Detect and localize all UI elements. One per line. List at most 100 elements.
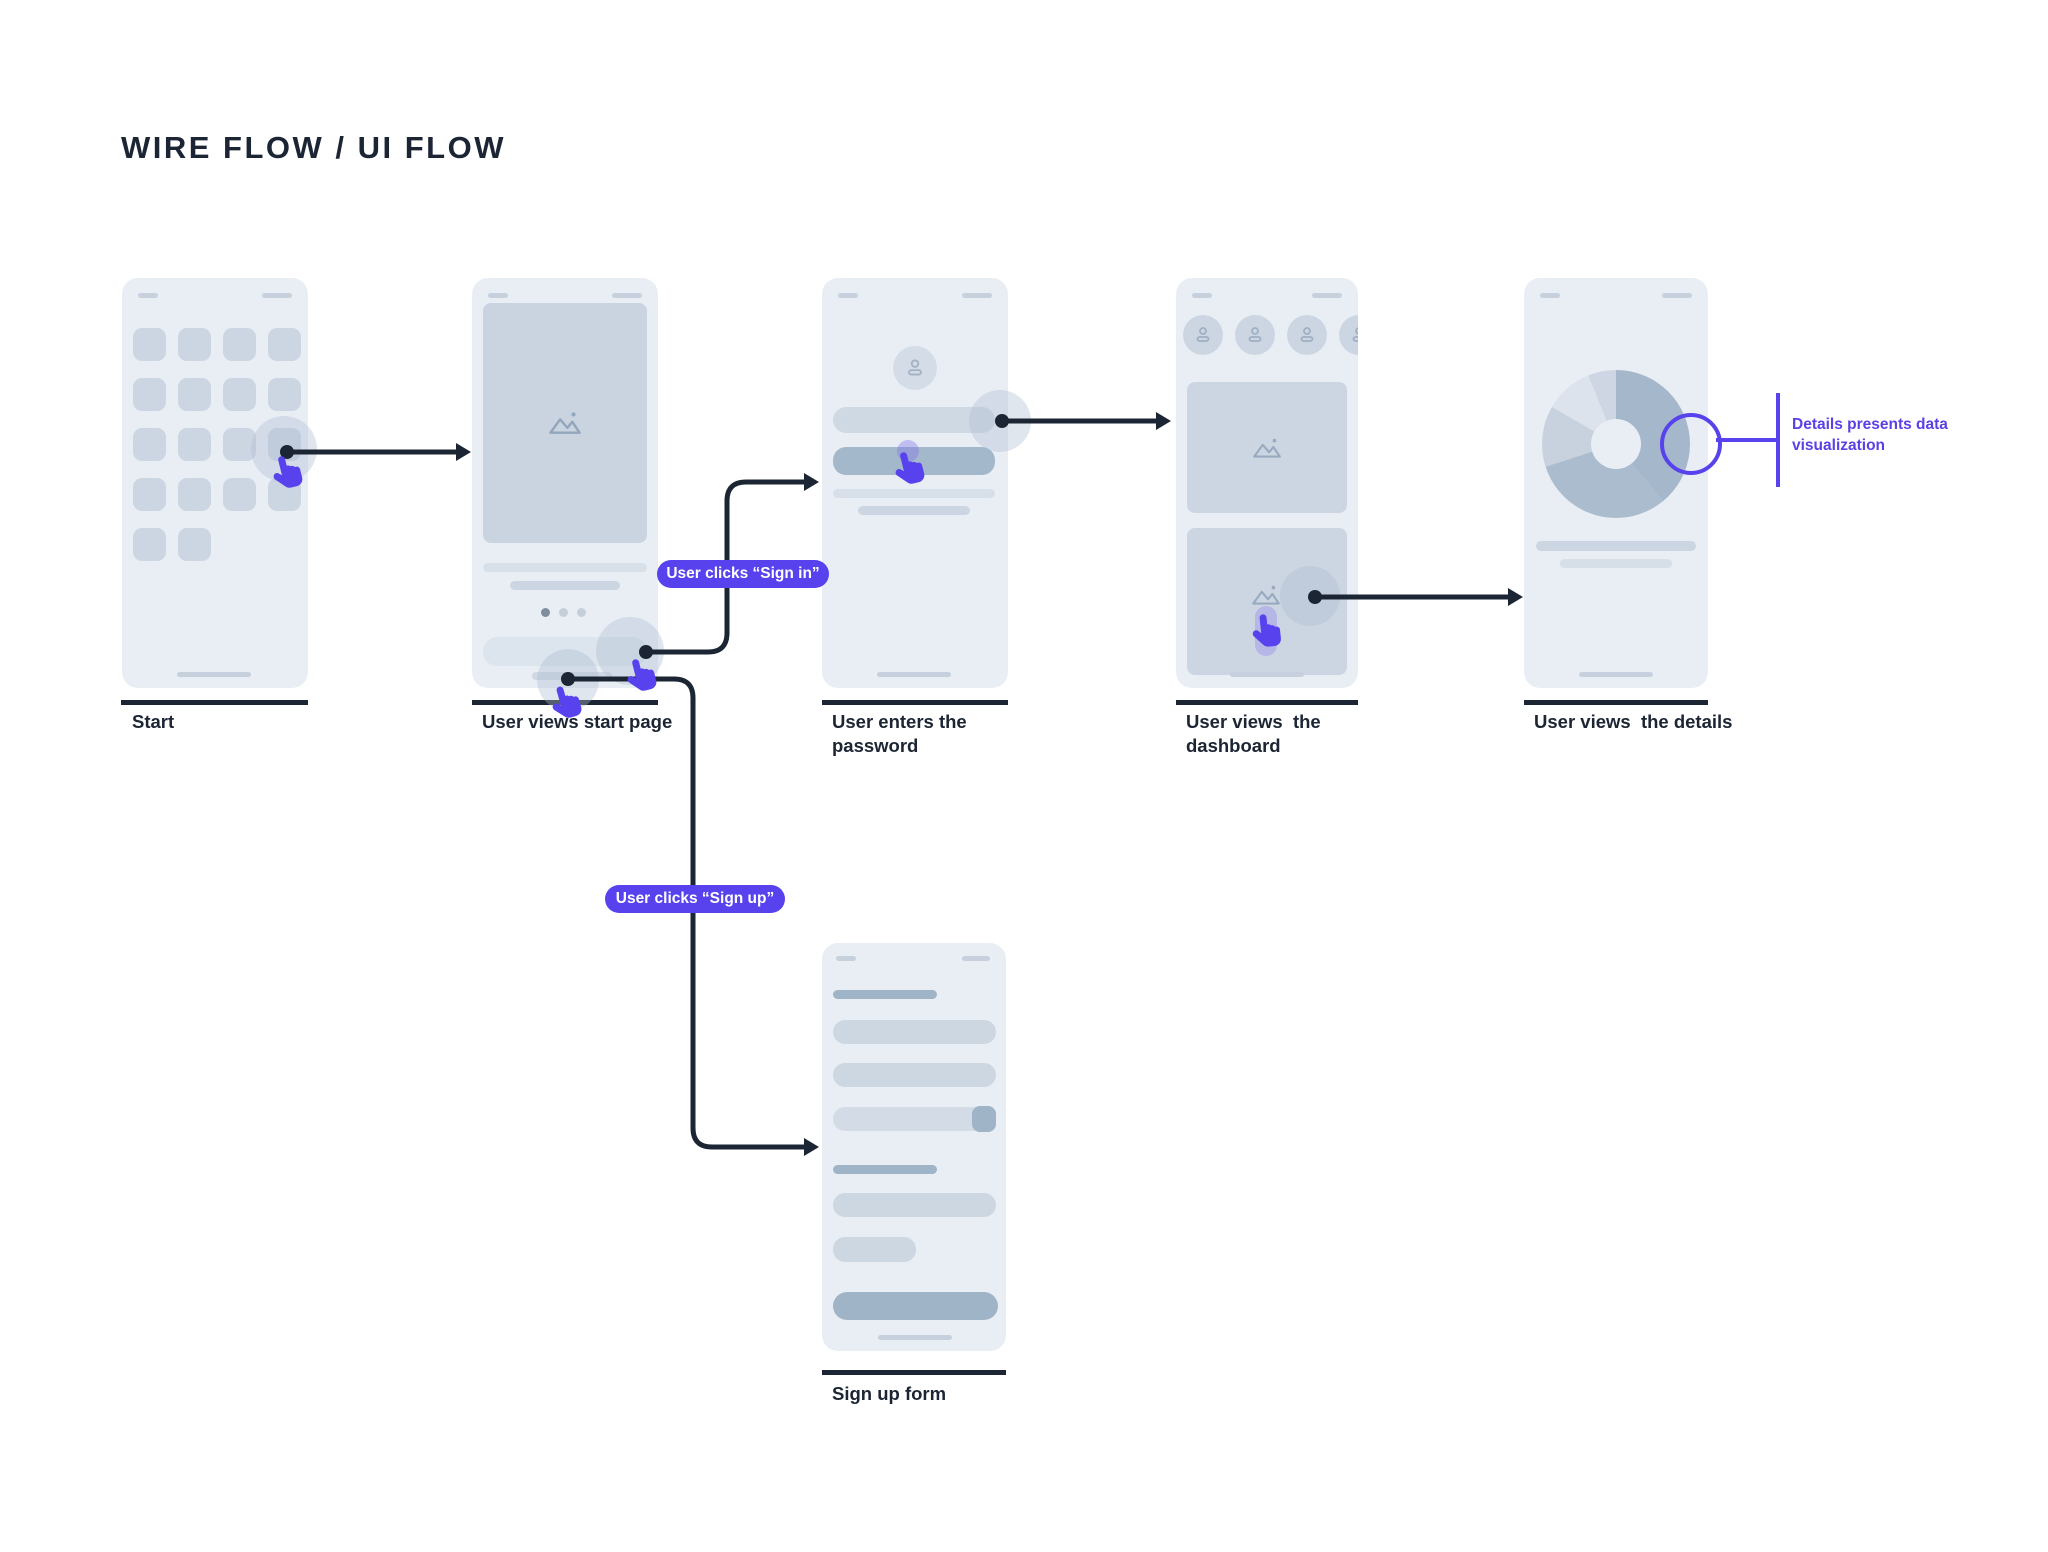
home-indicator [1230, 672, 1304, 677]
caption-password: User enters the password [832, 711, 967, 756]
status-dash [962, 956, 990, 961]
status-dash [1312, 293, 1342, 298]
caption-underline [822, 700, 1008, 705]
text-placeholder [858, 506, 970, 515]
annotation-focus-circle [1660, 413, 1722, 475]
caption-underline [1524, 700, 1708, 705]
arrowhead [1508, 588, 1523, 606]
arrowhead [456, 443, 471, 461]
form-input-chip [972, 1106, 996, 1132]
home-indicator [877, 672, 951, 677]
person-icon [908, 359, 922, 376]
app-icon [178, 528, 211, 561]
connector-dot [995, 414, 1009, 428]
pointer-hand-icon [545, 679, 593, 734]
arrowhead [1156, 412, 1171, 430]
app-icon [133, 378, 166, 411]
app-icon [223, 428, 256, 461]
status-dash [962, 293, 992, 298]
phone-start [122, 278, 308, 688]
app-icon [223, 328, 256, 361]
app-icon [268, 328, 301, 361]
status-dash [836, 956, 856, 961]
person-icon [1196, 327, 1210, 342]
phone-start-page [472, 278, 658, 688]
caption-details: User views the details [1534, 711, 1733, 732]
text-placeholder [1560, 559, 1672, 568]
avatar [893, 346, 937, 390]
status-dash [1192, 293, 1212, 298]
form-submit-button-placeholder [833, 1292, 998, 1320]
caption-start: Start [132, 711, 175, 732]
status-dash [1540, 293, 1560, 298]
sign-in-button-placeholder [483, 637, 647, 666]
carousel-dot-active [541, 608, 550, 617]
flow-label-sign-up: User clicks “Sign up” [605, 885, 785, 913]
arrowhead [804, 1138, 819, 1156]
carousel-dot [559, 608, 568, 617]
avatar [1183, 315, 1223, 355]
text-placeholder [833, 489, 995, 498]
phone-signup [822, 943, 1006, 1351]
image-icon [1253, 438, 1281, 458]
form-input-placeholder [833, 1020, 996, 1044]
app-icon [178, 378, 211, 411]
form-input-placeholder [833, 1193, 996, 1217]
home-indicator [878, 1335, 952, 1340]
app-icon [223, 378, 256, 411]
annotation-vertical-bar [1776, 393, 1780, 487]
annotation-connector-line [1716, 438, 1776, 442]
person-icon [1248, 327, 1262, 342]
caption-underline [121, 700, 308, 705]
app-icon [268, 378, 301, 411]
home-indicator [1579, 672, 1653, 677]
avatar [1287, 315, 1327, 355]
home-indicator [177, 672, 251, 677]
page-title: WIRE FLOW / UI FLOW [121, 130, 506, 165]
dashboard-card-image [1187, 382, 1347, 513]
form-section-placeholder [833, 1165, 937, 1174]
avatar [1235, 315, 1275, 355]
connector-dot [1308, 590, 1322, 604]
caption-signup: Sign up form [832, 1383, 947, 1404]
caption-underline [1176, 700, 1358, 705]
pointer-hand-icon [267, 449, 313, 503]
text-placeholder [510, 581, 620, 590]
hero-image-placeholder [483, 303, 647, 543]
status-dash [838, 293, 858, 298]
connector-dot [561, 672, 575, 686]
donut-chart [1542, 370, 1690, 518]
phone-dashboard [1176, 278, 1358, 688]
app-icon [178, 428, 211, 461]
form-title-placeholder [833, 990, 937, 999]
app-icon [223, 478, 256, 511]
app-icon [178, 478, 211, 511]
avatar [1339, 315, 1358, 355]
status-dash [488, 293, 508, 298]
text-placeholder [483, 563, 647, 572]
status-dash [612, 293, 642, 298]
flow-label-sign-in: User clicks “Sign in” [657, 560, 829, 588]
username-input-placeholder [833, 407, 995, 433]
pointer-hand-icon [889, 445, 935, 499]
person-icon [1352, 327, 1358, 342]
annotation-text: Details presents data visualization [1792, 416, 1948, 454]
pointer-hand-icon [621, 652, 667, 706]
status-dash [138, 293, 158, 298]
form-input-placeholder [833, 1063, 996, 1087]
status-dash [262, 293, 292, 298]
image-icon [549, 412, 581, 434]
pointer-hand-icon [1249, 610, 1290, 661]
connector-dot [280, 445, 294, 459]
image-icon [1252, 585, 1280, 605]
flow-line-signup [572, 676, 807, 1150]
person-icon [1300, 327, 1314, 342]
caption-dashboard: User views the dashboard [1186, 711, 1321, 756]
app-icon [133, 528, 166, 561]
app-icon [178, 328, 211, 361]
form-input-placeholder [833, 1107, 996, 1131]
phone-details [1524, 278, 1708, 688]
text-placeholder [1536, 541, 1696, 551]
